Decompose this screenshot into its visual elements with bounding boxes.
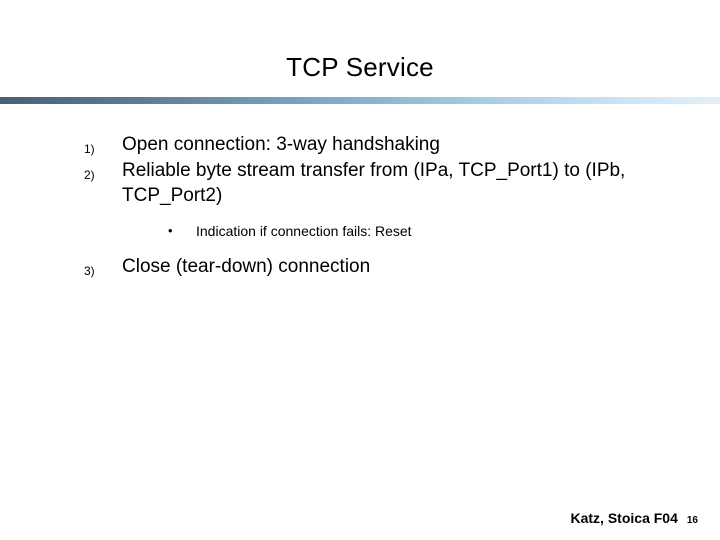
slide-body: 1) Open connection: 3-way handshaking 2)… (78, 132, 638, 280)
bullet-text: Open connection: 3-way handshaking (122, 134, 440, 155)
bullet-marker: 2) (84, 168, 95, 182)
sub-bullet-marker: • (168, 223, 173, 238)
bullet-marker: 1) (84, 142, 95, 156)
sub-bullet-item-1: • Indication if connection fails: Reset (78, 221, 638, 241)
bullet-marker: 3) (84, 264, 95, 278)
bullet-item-1: 1) Open connection: 3-way handshaking (78, 132, 638, 157)
bullet-item-3: 3) Close (tear-down) connection (78, 254, 638, 279)
footer-page-number: 16 (686, 515, 698, 526)
bullet-text: Close (tear-down) connection (122, 256, 371, 277)
bullet-text: Reliable byte stream transfer from (IPa,… (122, 160, 626, 206)
slide-footer: Katz, Stoica F04 16 (571, 510, 699, 526)
bullet-item-2: 2) Reliable byte stream transfer from (I… (78, 158, 638, 208)
footer-author: Katz, Stoica F04 (570, 510, 678, 526)
title-divider (0, 97, 720, 104)
sub-bullet-text: Indication if connection fails: Reset (196, 223, 412, 239)
page-title: TCP Service (286, 52, 434, 82)
